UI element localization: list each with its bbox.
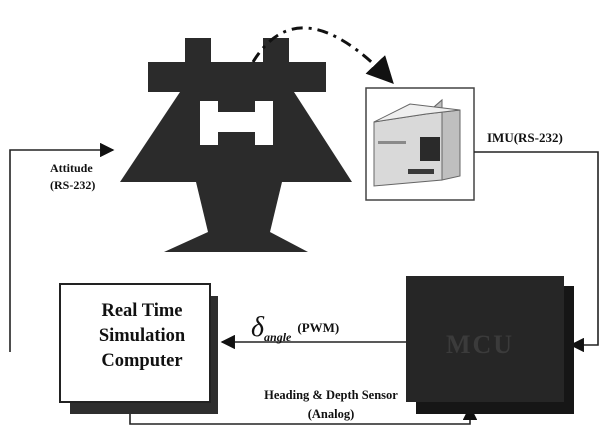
imu-line	[474, 151, 599, 353]
pwm-suffix: (PWM)	[297, 320, 340, 335]
computer-label: Real Time Simulation Computer	[72, 299, 212, 374]
sensor-label: Heading & Depth Sensor (Analog)	[246, 386, 416, 424]
attitude-label: Attitude (RS-232)	[50, 160, 95, 194]
sensor-line	[129, 405, 478, 425]
computer-label-line3: Computer	[101, 351, 183, 371]
motion-table-icon	[120, 38, 352, 252]
attitude-line	[9, 142, 115, 352]
imu-device-icon	[365, 87, 475, 201]
sensor-label-line2: (Analog)	[307, 407, 355, 421]
sensor-label-line1: Heading & Depth Sensor	[264, 388, 398, 402]
computer-label-line1: Real Time	[101, 301, 183, 321]
mcu-box-text: MCU	[445, 330, 515, 359]
computer-box	[59, 283, 218, 414]
dashed-curve-arrow	[251, 26, 394, 84]
computer-label-line2: Simulation	[98, 326, 186, 346]
mcu-box	[406, 276, 574, 414]
connection-lines	[9, 142, 599, 425]
pwm-subscript: angle	[264, 330, 292, 344]
attitude-label-line2: (RS-232)	[50, 178, 96, 192]
imu-label: IMU(RS-232)	[487, 130, 563, 145]
attitude-label-line1: Attitude	[50, 161, 93, 175]
pwm-delta-symbol: δ	[251, 312, 265, 343]
pwm-label: δangle (PWM)	[251, 312, 339, 345]
